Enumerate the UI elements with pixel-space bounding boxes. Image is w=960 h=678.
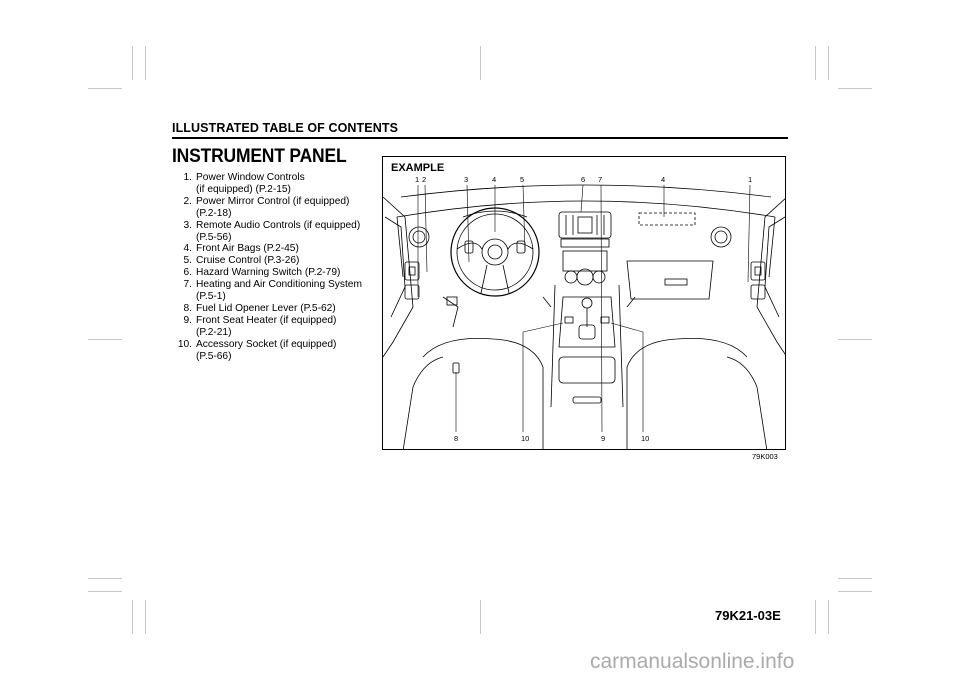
list-item: 3.Remote Audio Controls (if equipped)(P.… xyxy=(172,220,372,244)
item-label: Fuel Lid Opener Lever (P.5-62) xyxy=(196,302,336,314)
item-ref: (P.5-56) xyxy=(196,231,232,243)
callout-1-right: 1 xyxy=(748,175,752,184)
callout-5: 5 xyxy=(520,175,524,184)
callout-6: 6 xyxy=(581,175,585,184)
item-number: 1. xyxy=(183,172,193,183)
page-code: 79K21-03E xyxy=(715,608,781,623)
list-item: 9.Front Seat Heater (if equipped)(P.2-21… xyxy=(172,315,372,339)
callout-9: 9 xyxy=(601,434,605,443)
item-ref: (if equipped) (P.2-15) xyxy=(196,183,291,195)
figure-code: 79K003 xyxy=(752,452,778,461)
list-item: 10. Accessory Socket (if equipped)(P.5-66… xyxy=(172,339,372,363)
example-label: EXAMPLE xyxy=(391,162,444,174)
item-ref: (P.5-66) xyxy=(196,350,232,362)
item-ref: (P.2-18) xyxy=(196,207,232,219)
crop-mark xyxy=(132,600,133,634)
crop-mark xyxy=(838,88,872,89)
header-rule xyxy=(172,137,788,139)
item-ref: (P.2-21) xyxy=(196,326,232,338)
crop-mark xyxy=(838,591,872,592)
crop-mark xyxy=(88,339,122,340)
crop-mark xyxy=(480,600,481,634)
crop-mark xyxy=(828,46,829,80)
crop-mark xyxy=(815,600,816,634)
item-number: 10. xyxy=(177,338,192,350)
item-number: 9. xyxy=(183,314,193,326)
crop-mark xyxy=(88,578,122,579)
crop-mark xyxy=(838,578,872,579)
item-list: 1.Power Window Controls(if equipped) (P.… xyxy=(172,172,372,363)
item-number: 5. xyxy=(183,255,193,267)
item-label: Power Mirror Control (if equipped) xyxy=(196,195,350,207)
watermark: carmanualsonline.info xyxy=(590,650,795,673)
list-item: 8.Fuel Lid Opener Lever (P.5-62) xyxy=(172,303,372,315)
crop-mark xyxy=(828,600,829,634)
list-item: 5.Cruise Control (P.3-26) xyxy=(172,255,372,267)
item-number: 7. xyxy=(183,279,193,291)
callout-8: 8 xyxy=(454,434,458,443)
callout-7: 7 xyxy=(598,175,602,184)
crop-mark xyxy=(145,600,146,634)
item-label: Remote Audio Controls (if equipped) xyxy=(196,219,361,231)
section-title: INSTRUMENT PANEL xyxy=(172,146,347,167)
list-item: 1.Power Window Controls(if equipped) (P.… xyxy=(172,172,372,196)
item-number: 2. xyxy=(183,195,193,207)
item-label: Accessory Socket (if equipped) xyxy=(196,338,337,350)
list-item: 2.Power Mirror Control (if equipped)(P.2… xyxy=(172,196,372,220)
callout-4-right: 4 xyxy=(661,175,665,184)
item-ref: (P.5-1) xyxy=(196,291,226,303)
callout-10-right: 10 xyxy=(641,434,649,443)
callout-2: 2 xyxy=(422,175,426,184)
instrument-panel-figure: EXAMPLE 1 2 3 4 5 6 7 4 1 8 10 9 10 xyxy=(382,156,786,450)
crop-mark xyxy=(132,46,133,80)
list-item: 7.Heating and Air Conditioning System(P.… xyxy=(172,279,372,303)
crop-mark xyxy=(145,46,146,80)
item-number: 4. xyxy=(183,243,193,255)
callout-10-left: 10 xyxy=(521,434,529,443)
callout-1-left: 1 xyxy=(415,175,419,184)
item-label: Hazard Warning Switch (P.2-79) xyxy=(196,267,341,279)
item-label: Power Window Controls xyxy=(196,172,305,183)
item-label: Front Seat Heater (if equipped) xyxy=(196,314,337,326)
list-item: 6.Hazard Warning Switch (P.2-79) xyxy=(172,267,372,279)
item-label: Cruise Control (P.3-26) xyxy=(196,255,300,267)
item-number: 8. xyxy=(183,302,193,314)
item-label: Heating and Air Conditioning System xyxy=(196,279,362,291)
item-label: Front Air Bags (P.2-45) xyxy=(196,243,299,255)
crop-mark xyxy=(88,591,122,592)
callout-3: 3 xyxy=(464,175,468,184)
list-item: 4.Front Air Bags (P.2-45) xyxy=(172,243,372,255)
item-number: 3. xyxy=(183,219,193,231)
dashboard-illustration: EXAMPLE 1 2 3 4 5 6 7 4 1 8 10 9 10 xyxy=(383,162,785,449)
crop-mark xyxy=(88,88,122,89)
crop-mark xyxy=(480,46,481,80)
item-number: 6. xyxy=(183,267,193,279)
crop-mark xyxy=(815,46,816,80)
header-title: ILLUSTRATED TABLE OF CONTENTS xyxy=(172,121,399,135)
callout-4-left: 4 xyxy=(492,175,496,184)
crop-mark xyxy=(838,339,872,340)
